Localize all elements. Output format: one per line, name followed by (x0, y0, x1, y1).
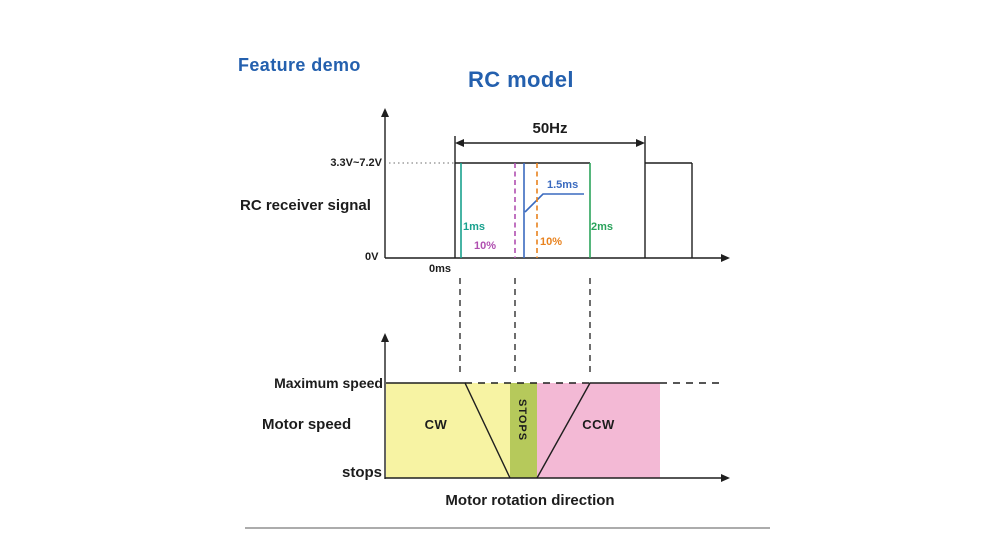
marker-label-deadband-low: 10% (474, 240, 497, 252)
period-arrow-left-icon (455, 139, 464, 147)
feature-demo-label: Feature demo (238, 55, 361, 75)
frequency-label: 50Hz (532, 120, 568, 137)
cw-region (386, 383, 510, 478)
signal-chart-label: RC receiver signal (240, 197, 371, 214)
signal-x-axis-arrow-icon (721, 254, 730, 262)
marker-1-5ms-leader-line (524, 193, 584, 213)
cw-region-label: CW (424, 417, 448, 432)
stops-region-label: STOPS (516, 399, 529, 442)
ccw-region (537, 383, 660, 478)
ccw-speed-curve (536, 382, 660, 479)
period-arrow-right-icon (636, 139, 645, 147)
signal-chart-graphics (381, 108, 730, 262)
marker-label-1-5ms: 1.5ms (547, 179, 579, 191)
motor-x-axis-title: Motor rotation direction (445, 492, 615, 509)
marker-label-2ms: 2ms (591, 221, 614, 233)
stops-axis-label: stops (342, 464, 383, 481)
marker-label-deadband-high: 10% (540, 236, 563, 248)
motor-y-axis-arrow-icon (381, 333, 389, 342)
time-origin-label: 0ms (429, 263, 452, 275)
page-title: RC model (468, 67, 574, 92)
max-speed-label: Maximum speed (274, 375, 383, 391)
stops-region (510, 383, 537, 478)
ccw-region-label: CCW (582, 417, 615, 432)
chart-connector-lines (459, 278, 591, 374)
motor-chart-label: Motor speed (262, 416, 352, 433)
motor-x-axis-arrow-icon (721, 474, 730, 482)
voltage-low-label: 0V (365, 251, 379, 263)
voltage-high-label: 3.3V~7.2V (330, 157, 382, 169)
marker-label-1ms: 1ms (463, 221, 486, 233)
signal-y-axis-arrow-icon (381, 108, 389, 117)
motor-chart-graphics (381, 333, 730, 482)
